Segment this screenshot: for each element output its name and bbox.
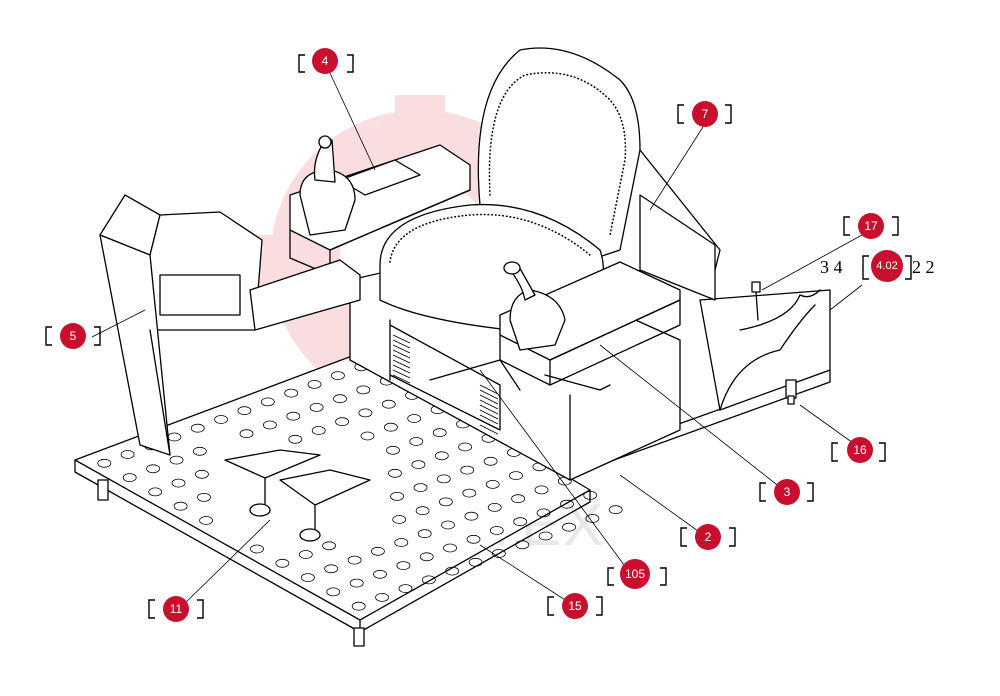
pedals [224,449,371,542]
callout-402[interactable]: 4.02 [871,250,903,282]
callout-2[interactable]: 2 [695,524,721,550]
callout-5[interactable]: 5 [60,323,86,349]
leader-lines [91,72,863,611]
callout-3-label: 3 [784,485,791,499]
callout-16[interactable]: 16 [847,437,873,463]
callout-7-label: 7 [702,107,709,121]
side-ref-right: 2 2 [912,257,935,277]
callout-105[interactable]: 105 [620,559,650,589]
callout-brackets [45,54,899,619]
left-console [289,135,471,276]
callout-4-label: 4 [322,54,329,68]
callout-11-label: 11 [170,602,183,616]
callout-105-label: 105 [625,567,645,581]
callout-4[interactable]: 4 [312,48,338,74]
callout-11[interactable]: 11 [163,596,189,622]
callout-402-label: 4.02 [876,260,897,272]
callout-5-label: 5 [70,329,77,343]
right-console [429,261,681,391]
callout-16-label: 16 [853,443,867,457]
callout-7[interactable]: 7 [692,101,718,127]
callout-402-bracket [862,255,912,280]
side-ref-left: 3 4 [820,257,843,277]
left-pillar [99,194,361,456]
callout-2-label: 2 [705,530,712,544]
callout-3[interactable]: 3 [774,479,800,505]
callout-17[interactable]: 17 [858,213,884,239]
callout-15-label: 15 [568,599,582,613]
callout-15[interactable]: 15 [562,593,588,619]
callout-17-label: 17 [864,219,878,233]
bolt [751,281,761,321]
